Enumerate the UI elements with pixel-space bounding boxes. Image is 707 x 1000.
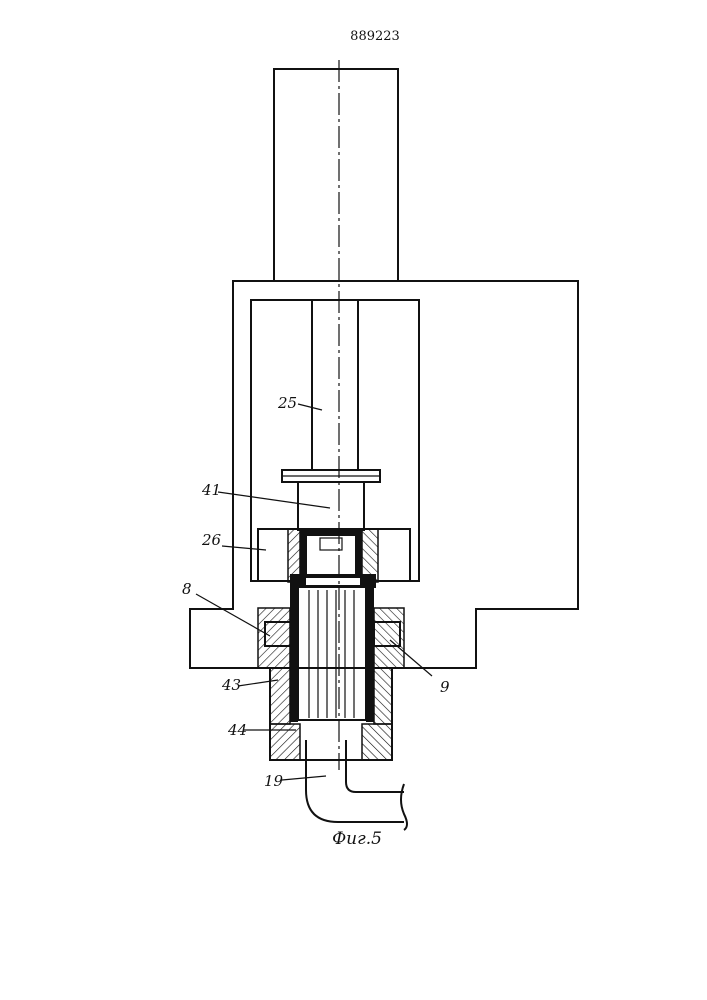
upper-column [274,69,398,281]
figure-caption: Фиг.5 [332,829,382,849]
plunger [298,586,366,720]
label-44: 44 [227,721,247,739]
label-43: 43 [221,676,241,694]
label-41: 41 [201,481,221,499]
label-8: 8 [182,580,192,598]
piston-head [298,482,364,530]
flange-26 [258,529,410,581]
patent-number: 889223 [350,29,400,44]
inner-cavity [251,300,419,581]
label-25: 25 [277,394,297,412]
label-26: 26 [201,531,222,549]
label-9: 9 [440,678,450,696]
label-19: 19 [264,772,284,790]
